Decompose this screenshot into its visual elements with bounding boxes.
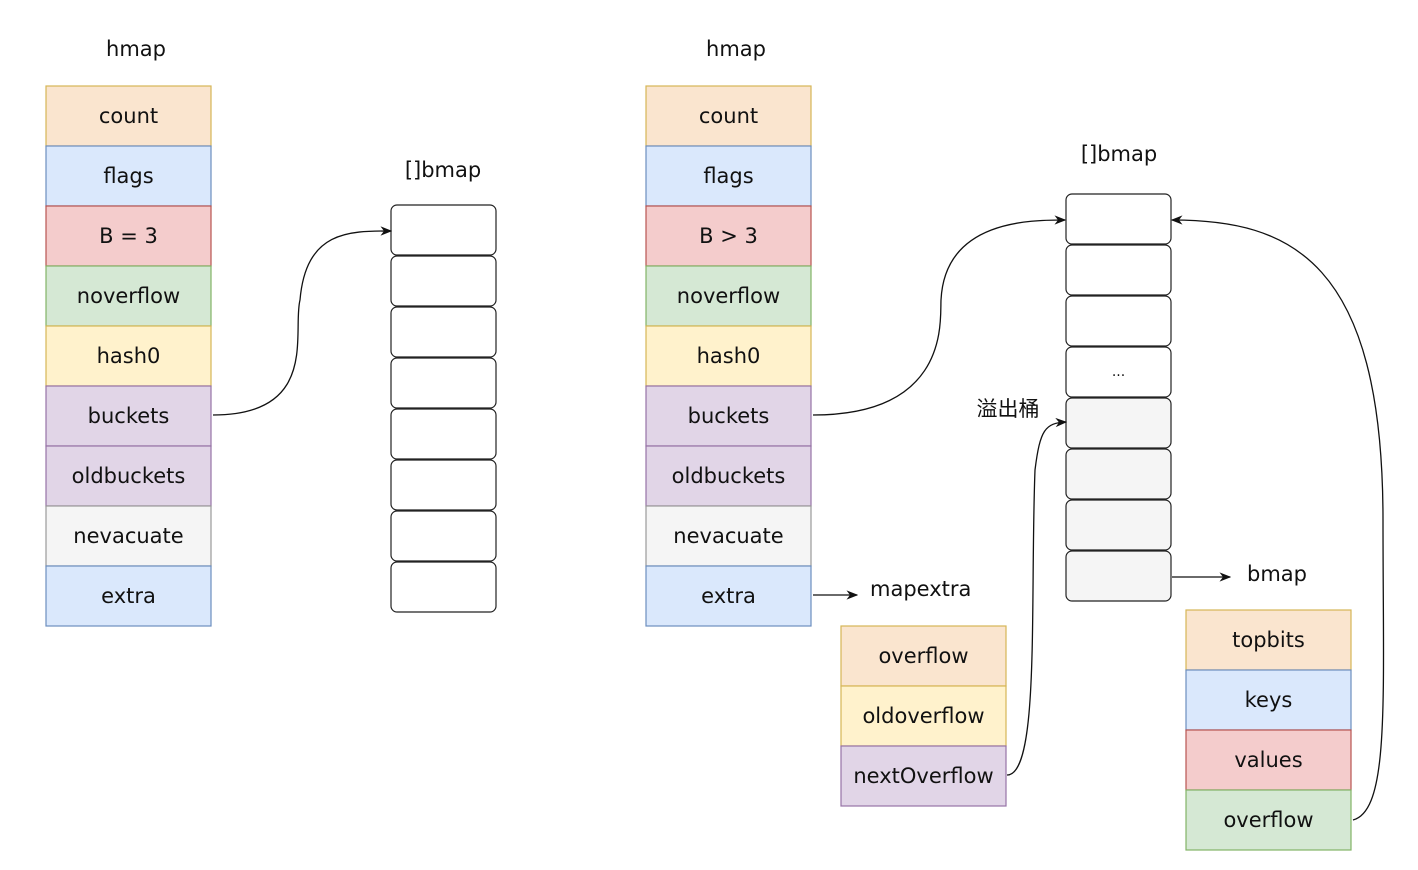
left-bucket-4 [390, 357, 497, 409]
bmap-field-label: overflow [1223, 808, 1313, 832]
right-bucket-7 [1065, 499, 1172, 551]
left-hmap-field-label: flags [103, 164, 153, 188]
left-bucket-1 [390, 204, 497, 256]
left-buckets-arrow [212, 226, 393, 416]
left-hmap-field-label: buckets [88, 404, 170, 428]
left-hmap-struct: count flags B = 3 noverflow hash0 buckets oldb… [45, 85, 212, 627]
mapextra-struct: overflow oldoverflow nextOverflow [840, 625, 1007, 807]
right-hmap-field-label: count [699, 104, 758, 128]
right-bucket-array: ... [1065, 193, 1172, 602]
right-hmap-field-2 [645, 145, 812, 207]
right-bucket-8 [1065, 550, 1172, 602]
bmap-field-label: values [1234, 748, 1302, 772]
right-hmap-field-6 [645, 385, 812, 447]
mapextra-title: mapextra [870, 577, 971, 601]
right-hmap-field-3 [645, 205, 812, 267]
bmap-struct-title: bmap [1247, 562, 1307, 586]
mapextra-field-3 [840, 745, 1007, 807]
bmap-field-3 [1185, 729, 1352, 791]
left-hmap-field-label: noverflow [77, 284, 180, 308]
left-bucket-6 [390, 459, 497, 511]
left-bucket-5 [390, 408, 497, 460]
right-hmap-title: hmap [706, 37, 766, 61]
right-hmap-field-5 [645, 325, 812, 387]
left-hmap-field-9 [45, 565, 212, 627]
right-hmap-field-1 [645, 85, 812, 147]
right-hmap-field-label: noverflow [677, 284, 780, 308]
overflow-bucket-label: 溢出桶 [977, 397, 1040, 421]
left-hmap-field-4 [45, 265, 212, 327]
left-hmap-field-2 [45, 145, 212, 207]
left-bucket-array [390, 204, 497, 613]
left-hmap-field-label: nevacuate [73, 524, 183, 548]
left-hmap-field-label: B = 3 [99, 224, 158, 248]
right-hmap-field-8 [645, 505, 812, 567]
right-bucket-6 [1065, 448, 1172, 500]
left-hmap-field-label: hash0 [97, 344, 161, 368]
right-bucket-4 [1065, 346, 1172, 398]
bmap-field-label: topbits [1232, 628, 1305, 652]
right-hmap-field-9 [645, 565, 812, 627]
mapextra-field-label: nextOverflow [853, 764, 993, 788]
left-bucket-3 [390, 306, 497, 358]
left-bucket-8 [390, 561, 497, 613]
bmap-field-2 [1185, 669, 1352, 731]
bmap-overflow-arrow [1170, 215, 1385, 821]
left-hmap-field-label: extra [101, 584, 156, 608]
right-bmap-array-title: []bmap [1081, 142, 1157, 166]
left-hmap-title: hmap [106, 37, 166, 61]
mapextra-field-1 [840, 625, 1007, 687]
right-hmap-field-label: extra [701, 584, 756, 608]
next-overflow-arrow [1006, 417, 1068, 776]
right-hmap-field-label: buckets [688, 404, 770, 428]
right-hmap-field-4 [645, 265, 812, 327]
left-bucket-2 [390, 255, 497, 307]
right-hmap-field-label: hash0 [697, 344, 761, 368]
left-hmap-field-1 [45, 85, 212, 147]
left-hmap-field-3 [45, 205, 212, 267]
right-hmap-field-label: oldbuckets [672, 464, 786, 488]
bmap-field-label: keys [1245, 688, 1293, 712]
right-hmap-field-label: flags [703, 164, 753, 188]
left-hmap-field-6 [45, 385, 212, 447]
right-bucket-2 [1065, 244, 1172, 296]
right-buckets-arrow [812, 215, 1067, 416]
bmap-field-4 [1185, 789, 1352, 851]
right-bucket-1 [1065, 193, 1172, 245]
right-hmap-field-label: nevacuate [673, 524, 783, 548]
right-bucket-5 [1065, 397, 1172, 449]
left-bucket-7 [390, 510, 497, 562]
mapextra-field-label: oldoverflow [862, 704, 984, 728]
left-hmap-field-8 [45, 505, 212, 567]
left-bmap-array-title: []bmap [405, 158, 481, 182]
mapextra-field-2 [840, 685, 1007, 747]
left-hmap-field-5 [45, 325, 212, 387]
right-bucket-3 [1065, 295, 1172, 347]
right-hmap-field-label: B > 3 [699, 224, 758, 248]
right-hmap-field-7 [645, 445, 812, 507]
bmap-field-1 [1185, 609, 1352, 671]
right-hmap-struct: count flags B > 3 noverflow hash0 buckets oldb… [645, 85, 812, 627]
bmap-struct: topbits keys values overflow [1185, 609, 1352, 851]
left-hmap-field-label: oldbuckets [72, 464, 186, 488]
right-bucket-label: ... [1112, 364, 1125, 380]
left-hmap-field-label: count [99, 104, 158, 128]
mapextra-field-label: overflow [878, 644, 968, 668]
